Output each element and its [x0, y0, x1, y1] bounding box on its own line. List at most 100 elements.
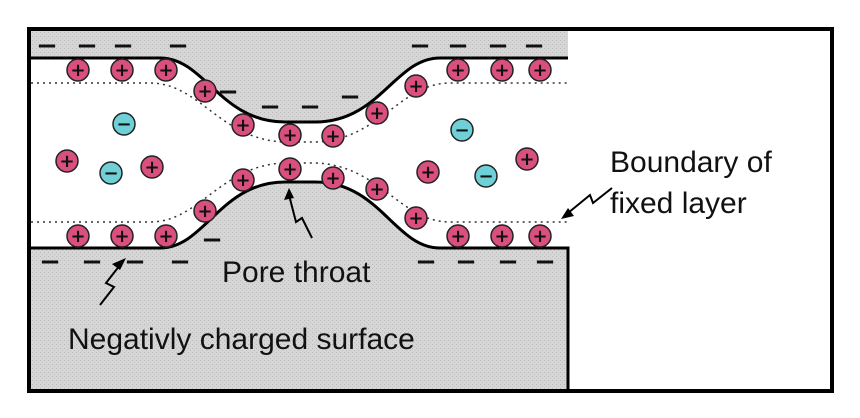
cation-ion: +	[66, 58, 90, 82]
svg-text:+: +	[59, 151, 74, 172]
surface-charge: −	[36, 31, 58, 61]
svg-text:+: +	[408, 76, 423, 97]
svg-text:+: +	[114, 226, 129, 247]
surface-charge: −	[523, 31, 545, 61]
surface-charge: −	[167, 31, 189, 61]
svg-text:+: +	[494, 226, 509, 247]
svg-text:+: +	[519, 149, 534, 170]
surface-charge: −	[455, 247, 477, 277]
svg-text:+: +	[235, 115, 250, 136]
surface-charge: −	[447, 31, 469, 61]
boundary-pointer-head	[561, 208, 574, 219]
top-solid-edge	[31, 56, 568, 124]
surface-charge: −	[124, 247, 146, 277]
svg-text:+: +	[144, 157, 159, 178]
surface-pointer	[99, 264, 121, 306]
cation-ion: +	[278, 157, 302, 181]
surface-charge: −	[112, 31, 134, 61]
svg-text:+: +	[408, 208, 423, 229]
surface-charge: −	[534, 247, 556, 277]
surface-charge: −	[487, 31, 509, 61]
bottom-solid-wall	[31, 182, 568, 389]
svg-text:+: +	[70, 226, 85, 247]
cation-ion: +	[528, 58, 552, 82]
cation-ion: +	[154, 224, 178, 248]
cation-ion: +	[515, 147, 539, 171]
surface-charge: −	[81, 247, 103, 277]
cation-ion: +	[193, 199, 217, 223]
bottom-solid-edge	[31, 180, 570, 389]
anion-ion: −	[450, 118, 474, 142]
surface-label: Negativly charged surface	[68, 323, 415, 356]
cation-ion: +	[416, 160, 440, 184]
pore-throat-pointer-head	[284, 188, 294, 200]
svg-text:−: −	[103, 163, 118, 184]
boundary-pointer	[567, 187, 613, 214]
cation-ion: +	[365, 101, 389, 125]
svg-text:+: +	[369, 103, 384, 124]
cation-ion: +	[321, 124, 345, 148]
svg-text:+: +	[532, 226, 547, 247]
cation-ion: +	[490, 224, 514, 248]
cation-ion: +	[321, 166, 345, 190]
cation-ion: +	[404, 206, 428, 230]
cation-ion: +	[528, 224, 552, 248]
svg-text:−: −	[116, 114, 131, 135]
boundary-label-line1: Boundary of	[610, 146, 772, 179]
cation-ion: +	[446, 58, 470, 82]
cation-ion: +	[446, 224, 470, 248]
surface-charge: −	[299, 92, 321, 122]
svg-text:+: +	[70, 60, 85, 81]
cation-ion: +	[404, 74, 428, 98]
svg-text:+: +	[369, 179, 384, 200]
cation-ion: +	[154, 58, 178, 82]
svg-text:+: +	[532, 60, 547, 81]
surface-charge: −	[169, 247, 191, 277]
cation-ion: +	[110, 58, 134, 82]
anion-ion: −	[474, 164, 498, 188]
fixed-layer-boundary-bottom	[31, 162, 568, 223]
surface-charge: −	[415, 247, 437, 277]
svg-text:+: +	[282, 125, 297, 146]
surface-charge: −	[39, 247, 61, 277]
svg-text:+: +	[325, 126, 340, 147]
cation-ion: +	[490, 58, 514, 82]
pore-throat-label: Pore throat	[222, 256, 371, 289]
anion-ion: −	[99, 161, 123, 185]
cation-ion: +	[231, 168, 255, 192]
svg-text:+: +	[197, 81, 212, 102]
fixed-layer-boundary-top	[31, 82, 568, 143]
svg-text:+: +	[197, 201, 212, 222]
surface-pointer-head	[112, 258, 126, 270]
cation-ion: +	[55, 149, 79, 173]
surface-charge: −	[497, 247, 519, 277]
cation-ion: +	[193, 79, 217, 103]
svg-text:+: +	[325, 168, 340, 189]
boundary-label-line2: fixed layer	[610, 187, 747, 220]
svg-text:+: +	[420, 162, 435, 183]
surface-charge: −	[339, 82, 361, 112]
svg-text:+: +	[450, 60, 465, 81]
surface-charge: −	[259, 92, 281, 122]
svg-text:+: +	[114, 60, 129, 81]
surface-charge: −	[201, 225, 223, 255]
surface-charge: −	[217, 77, 239, 107]
surface-charge: −	[409, 31, 431, 61]
svg-text:−: −	[478, 166, 493, 187]
surface-charge: −	[76, 31, 98, 61]
cation-ion: +	[110, 224, 134, 248]
svg-text:+: +	[494, 60, 509, 81]
cation-ion: +	[278, 123, 302, 147]
pore-throat-pointer	[288, 194, 313, 239]
svg-text:+: +	[282, 159, 297, 180]
cation-ion: +	[140, 155, 164, 179]
svg-text:+: +	[158, 60, 173, 81]
svg-text:−: −	[454, 120, 469, 141]
cation-ion: +	[365, 177, 389, 201]
svg-text:+: +	[158, 226, 173, 247]
svg-text:+: +	[235, 170, 250, 191]
cation-ion: +	[66, 224, 90, 248]
anion-ion: −	[112, 112, 136, 136]
cation-ion: +	[231, 113, 255, 137]
